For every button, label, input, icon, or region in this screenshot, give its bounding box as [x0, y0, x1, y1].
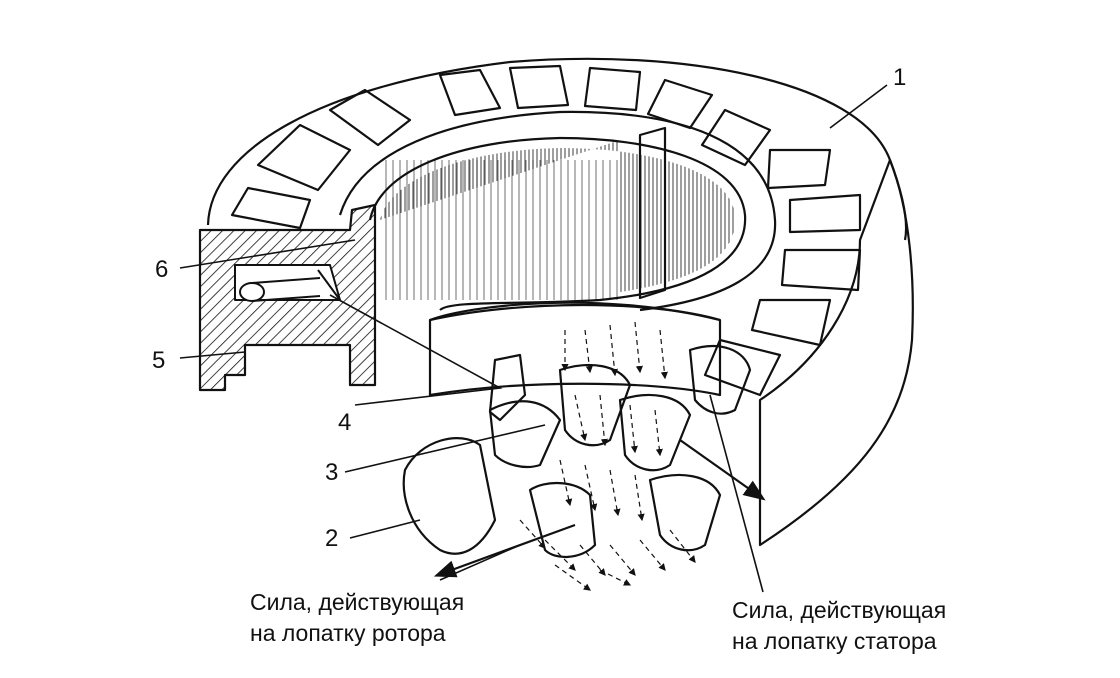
rotor-blade-back: [488, 353, 527, 422]
leader-5: [179, 351, 246, 359]
callouts: 1 2 3 4 5 6: [152, 64, 906, 552]
stator-blade-3: [648, 473, 722, 552]
casing-section: [198, 203, 377, 392]
flow-arrows: [519, 321, 696, 591]
stator-force-arrow: [679, 439, 766, 501]
callout-5: 5: [152, 347, 165, 374]
callout-2: 2: [325, 525, 338, 552]
caption-rotor-line1: Сила, действующая: [250, 589, 465, 615]
callout-1: 1: [893, 64, 906, 91]
leader-3: [344, 424, 546, 473]
rotor-blade-3: [528, 481, 597, 558]
stator-blade-2: [618, 393, 692, 472]
stator-casing: [198, 57, 914, 547]
leader-caption-rotor: [439, 544, 521, 581]
rotor-ring: [428, 301, 722, 397]
caption-rotor-line2: на лопатку ротора: [250, 620, 446, 646]
stator-blade-4: [688, 345, 752, 415]
leader-4: [329, 294, 503, 406]
outer-rim: [206, 57, 908, 241]
leader-2: [349, 519, 421, 539]
inner-rim: [338, 110, 777, 312]
blades: [402, 345, 752, 558]
callout-4: 4: [338, 409, 351, 436]
callout-3: 3: [325, 459, 338, 486]
rim-windows: [230, 64, 862, 397]
leader-lines: [179, 84, 888, 593]
caption-stator-force: Сила, действующая на лопатку статора: [732, 595, 946, 657]
leader-1: [829, 84, 888, 129]
leader-6: [179, 239, 356, 269]
leader-caption-stator: [709, 394, 764, 593]
caption-rotor-force: Сила, действующая на лопатку ротора: [250, 587, 464, 649]
force-arrows: [433, 439, 766, 578]
caption-stator-line1: Сила, действующая: [732, 597, 947, 623]
stator-blade-1: [558, 363, 632, 447]
rotor-blade-2: [488, 400, 562, 469]
rotor-force-arrow: [433, 523, 576, 578]
caption-stator-line2: на лопатку статора: [732, 628, 937, 654]
rotor-blade-front: [402, 437, 497, 555]
callout-6: 6: [155, 256, 168, 283]
